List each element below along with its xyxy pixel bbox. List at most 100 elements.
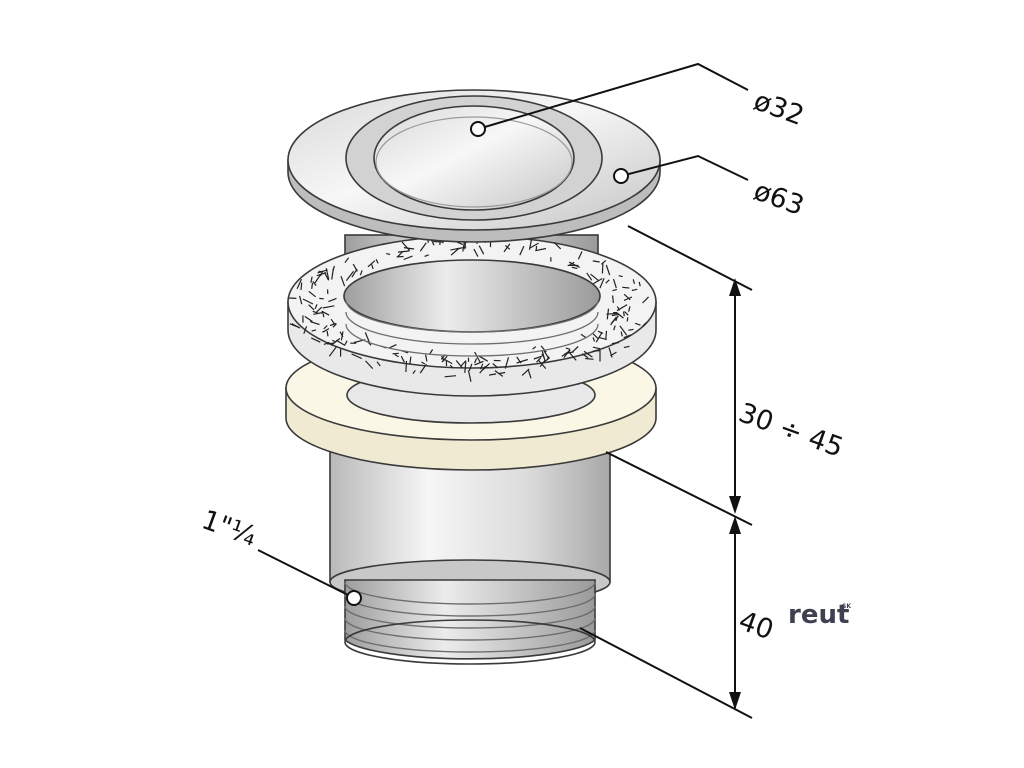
gasket-speckle	[344, 257, 350, 264]
gasket-speckle	[467, 370, 472, 382]
gasket-speckle	[532, 346, 537, 350]
gasket-speckle	[546, 356, 550, 361]
gasket-speckle	[364, 332, 371, 344]
bottom-thread	[344, 579, 596, 665]
gasket-speckle	[419, 363, 427, 374]
gasket-speckle	[322, 313, 325, 318]
gasket-speckle	[323, 341, 330, 345]
gasket-speckle	[326, 330, 329, 337]
gasket-speckle	[616, 304, 628, 312]
gasket-speckle	[473, 248, 479, 257]
gasket-speckle	[601, 259, 607, 265]
gasket-speckle	[543, 350, 549, 358]
gasket-speckle	[304, 315, 313, 322]
gasket-speckle	[474, 351, 481, 363]
gasket-speckle	[535, 245, 538, 251]
gasket-speckle	[605, 330, 608, 339]
gasket-speckle	[308, 290, 316, 298]
label-outer-diameter: ø63	[750, 175, 808, 222]
gasket-speckle	[631, 288, 638, 292]
gasket-speckle	[577, 251, 583, 260]
gasket-speckle	[332, 323, 337, 328]
gasket-speckle	[541, 350, 546, 361]
gasket-speckle	[401, 241, 411, 252]
leader-dot-inner-diameter	[470, 121, 486, 137]
gasket-speckle	[397, 250, 404, 258]
gasket-speckle	[599, 278, 605, 289]
gasket-speckle	[299, 295, 303, 305]
gasket-speckle	[623, 334, 632, 339]
gasket-speckle	[322, 305, 335, 309]
gasket-speckle	[314, 304, 318, 310]
gasket-speckle	[403, 247, 415, 250]
gasket-speckle	[642, 322, 647, 327]
gasket-speckle	[571, 266, 578, 270]
gasket-speckle	[310, 276, 313, 283]
gasket-speckle	[331, 268, 334, 280]
gasket-speckle	[444, 375, 457, 378]
gasket-speckle	[606, 312, 619, 315]
gasket-speckle	[367, 260, 376, 268]
gasket-speckle	[344, 340, 348, 346]
gasket-speckle	[605, 279, 610, 284]
gasket-speckle	[591, 277, 603, 285]
gasket-speckle	[310, 337, 321, 343]
gasket-speckle	[322, 328, 330, 333]
gasket-speckle	[409, 356, 412, 365]
gasket-speckle	[638, 281, 641, 287]
gasket-speckle	[613, 325, 616, 331]
gasket-speckle	[308, 304, 315, 311]
gasket-speckle	[519, 245, 525, 256]
gasket-speckle	[386, 252, 391, 256]
gasket-speckle	[537, 359, 547, 369]
gasket-speckle	[339, 331, 344, 338]
gasket-speckle	[313, 311, 324, 315]
gasket-speckle	[592, 346, 601, 350]
gasket-speckle	[300, 282, 303, 291]
gasket-speckle	[394, 353, 399, 358]
gasket-speckle	[424, 254, 429, 257]
gasket-speckle	[504, 244, 511, 250]
gasket-speckle	[303, 326, 308, 334]
gasket-speckle	[351, 353, 363, 360]
gasket-speckle	[528, 238, 533, 250]
gasket-speckle	[504, 357, 510, 369]
gasket-speckle	[312, 310, 318, 314]
gasket-speckle	[624, 311, 629, 316]
gasket-speckle	[598, 336, 607, 341]
gasket-speckle	[535, 247, 547, 252]
gasket-speckle	[419, 242, 427, 252]
gasket-speckle	[375, 258, 379, 264]
gasket-speckle	[289, 323, 300, 328]
gasket-speckle	[592, 260, 600, 263]
label-inner-diameter: ø32	[750, 85, 808, 132]
gasket-speckle	[317, 269, 328, 274]
gasket-speckle	[568, 351, 577, 361]
gasket-speckle	[479, 365, 487, 374]
gasket-speckle	[315, 306, 323, 313]
gasket-speckle	[565, 347, 571, 350]
gasket-speckle	[464, 361, 467, 373]
gasket-speckle	[450, 248, 460, 256]
gasket-speckle	[311, 282, 314, 289]
gasket-speckle	[332, 265, 335, 271]
gasket-speckle	[421, 361, 426, 365]
gasket-speckle	[516, 358, 528, 364]
gasket-speckle	[351, 268, 358, 278]
gasket-speckle	[312, 281, 317, 286]
gasket-speckle	[330, 318, 335, 325]
gasket-speckle	[527, 370, 532, 379]
gasket-speckle	[335, 339, 346, 347]
logo-mark: SK	[842, 603, 851, 610]
gasket-speckle	[623, 293, 631, 301]
gasket-speckle	[345, 270, 354, 281]
gasket-speckle	[529, 242, 539, 249]
dimension-lines	[257, 62, 753, 719]
gasket-speckle	[328, 346, 337, 357]
top-cap	[287, 89, 661, 243]
gasket-speckle	[642, 296, 650, 304]
gasket-speckle	[474, 358, 478, 364]
gasket-speckle	[612, 288, 618, 292]
gasket-speckle	[612, 295, 614, 304]
